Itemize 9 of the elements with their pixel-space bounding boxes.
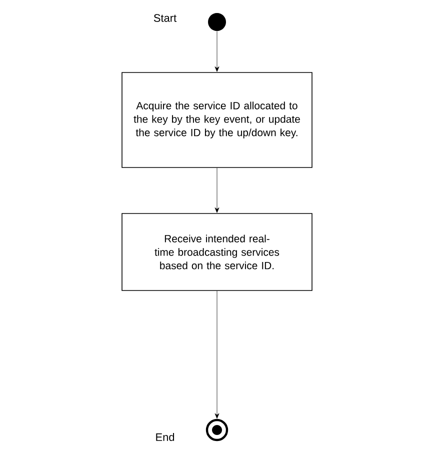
node-label: Start [154, 14, 176, 22]
arrow [214, 290, 220, 419]
arrow [214, 168, 220, 213]
node-label: End [156, 432, 174, 442]
process-box: Receive intended real-time broadcasting services based on the service ID. [122, 213, 312, 291]
start-dot [208, 13, 226, 31]
process-box: Acquire the service ID allocated to the key by the key event, or update the service ID by the up/down key. [122, 72, 312, 168]
end-bullseye [206, 418, 228, 442]
arrow [214, 31, 220, 72]
